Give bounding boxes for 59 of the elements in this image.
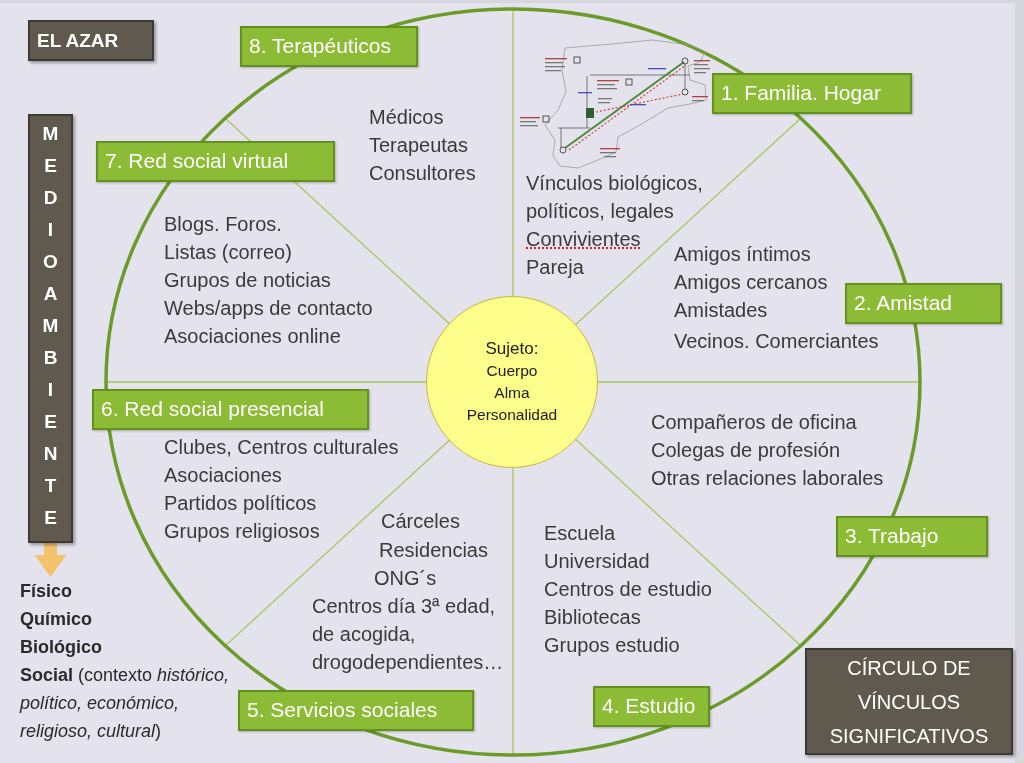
title-text: CÍRCULO DE VÍNCULOS SIGNIFICATIVOS <box>828 655 990 749</box>
category-title: 3. Trabajo <box>845 523 939 549</box>
list-item: Partidos políticos <box>164 491 317 516</box>
list-item: Asociaciones online <box>164 324 341 349</box>
list-item: Colegas de profesión <box>651 438 840 463</box>
circle-text: Cuerpo <box>486 361 538 381</box>
list-item: Otras relaciones laborales <box>651 466 884 491</box>
list-item: Amistades <box>674 298 768 323</box>
list-item: Asociaciones <box>164 463 282 488</box>
category-box <box>593 686 710 727</box>
list-item: Listas (correo) <box>164 240 292 265</box>
list-item: Blogs. Foros. <box>164 212 282 237</box>
category-box <box>836 516 988 557</box>
list-item: Vínculos biológicos, políticos, legales <box>526 171 704 224</box>
title-box <box>28 20 154 61</box>
list-item: Cárceles <box>381 509 460 534</box>
category-box <box>96 141 335 182</box>
category-title: 7. Red social virtual <box>105 148 289 174</box>
list-item: Vecinos. Comerciantes <box>674 329 879 354</box>
list-item: Grupos de noticias <box>164 268 331 293</box>
block-arrow <box>34 543 67 577</box>
factor-list: Físico Químico Biológico Social (contexto histórico, político, económico, religioso, cultural) <box>20 577 235 747</box>
list-item: Amigos íntimos <box>674 242 811 267</box>
category-box <box>712 73 912 114</box>
category-box <box>845 283 1002 324</box>
list-item: ONG´s <box>374 566 437 591</box>
list-item: Webs/apps de contacto <box>164 296 373 321</box>
list-item: Centros de estudio <box>544 577 712 602</box>
list-item: Residencias <box>379 538 488 563</box>
list-item: Terapeutas <box>369 133 468 158</box>
category-title: 2. Amistad <box>854 290 953 316</box>
list-item: Grupos estudio <box>544 633 680 658</box>
title-text: EL AZAR <box>37 29 119 53</box>
list-item: Escuela <box>544 521 616 546</box>
category-title: 4. Estudio <box>602 693 696 719</box>
circle-text: Personalidad <box>466 405 558 425</box>
list-item: Grupos religiosos <box>164 519 320 544</box>
circle-text: Alma <box>494 383 530 403</box>
list-item: Amigos cercanos <box>674 270 828 295</box>
category-box <box>92 389 369 430</box>
list-item: Clubes, Centros culturales <box>164 435 399 460</box>
category-title: 6. Red social presencial <box>101 396 324 422</box>
category-title: 8. Terapéuticos <box>249 33 392 59</box>
list-item: Bibliotecas <box>544 605 641 630</box>
list-item: Convivientes <box>526 227 641 252</box>
category-box <box>240 26 418 67</box>
list-item: Universidad <box>544 549 650 574</box>
vertical-banner <box>28 114 73 543</box>
category-title: 1. Familia. Hogar <box>721 80 881 106</box>
circle-heading: Sujeto: <box>485 338 539 360</box>
list-item: Consultores <box>369 161 476 186</box>
banner-text: MEDIOAMBIENTE <box>42 122 59 530</box>
list-item: Médicos <box>369 105 444 130</box>
category-title: 5. Servicios sociales <box>247 697 438 723</box>
list-item: Compañeros de oficina <box>651 410 857 435</box>
list-item: Pareja <box>526 255 584 280</box>
category-box <box>238 690 474 731</box>
title-box <box>805 648 1013 755</box>
list-item: Centros día 3ª edad, de acogida, drogodependientes… <box>312 594 505 675</box>
